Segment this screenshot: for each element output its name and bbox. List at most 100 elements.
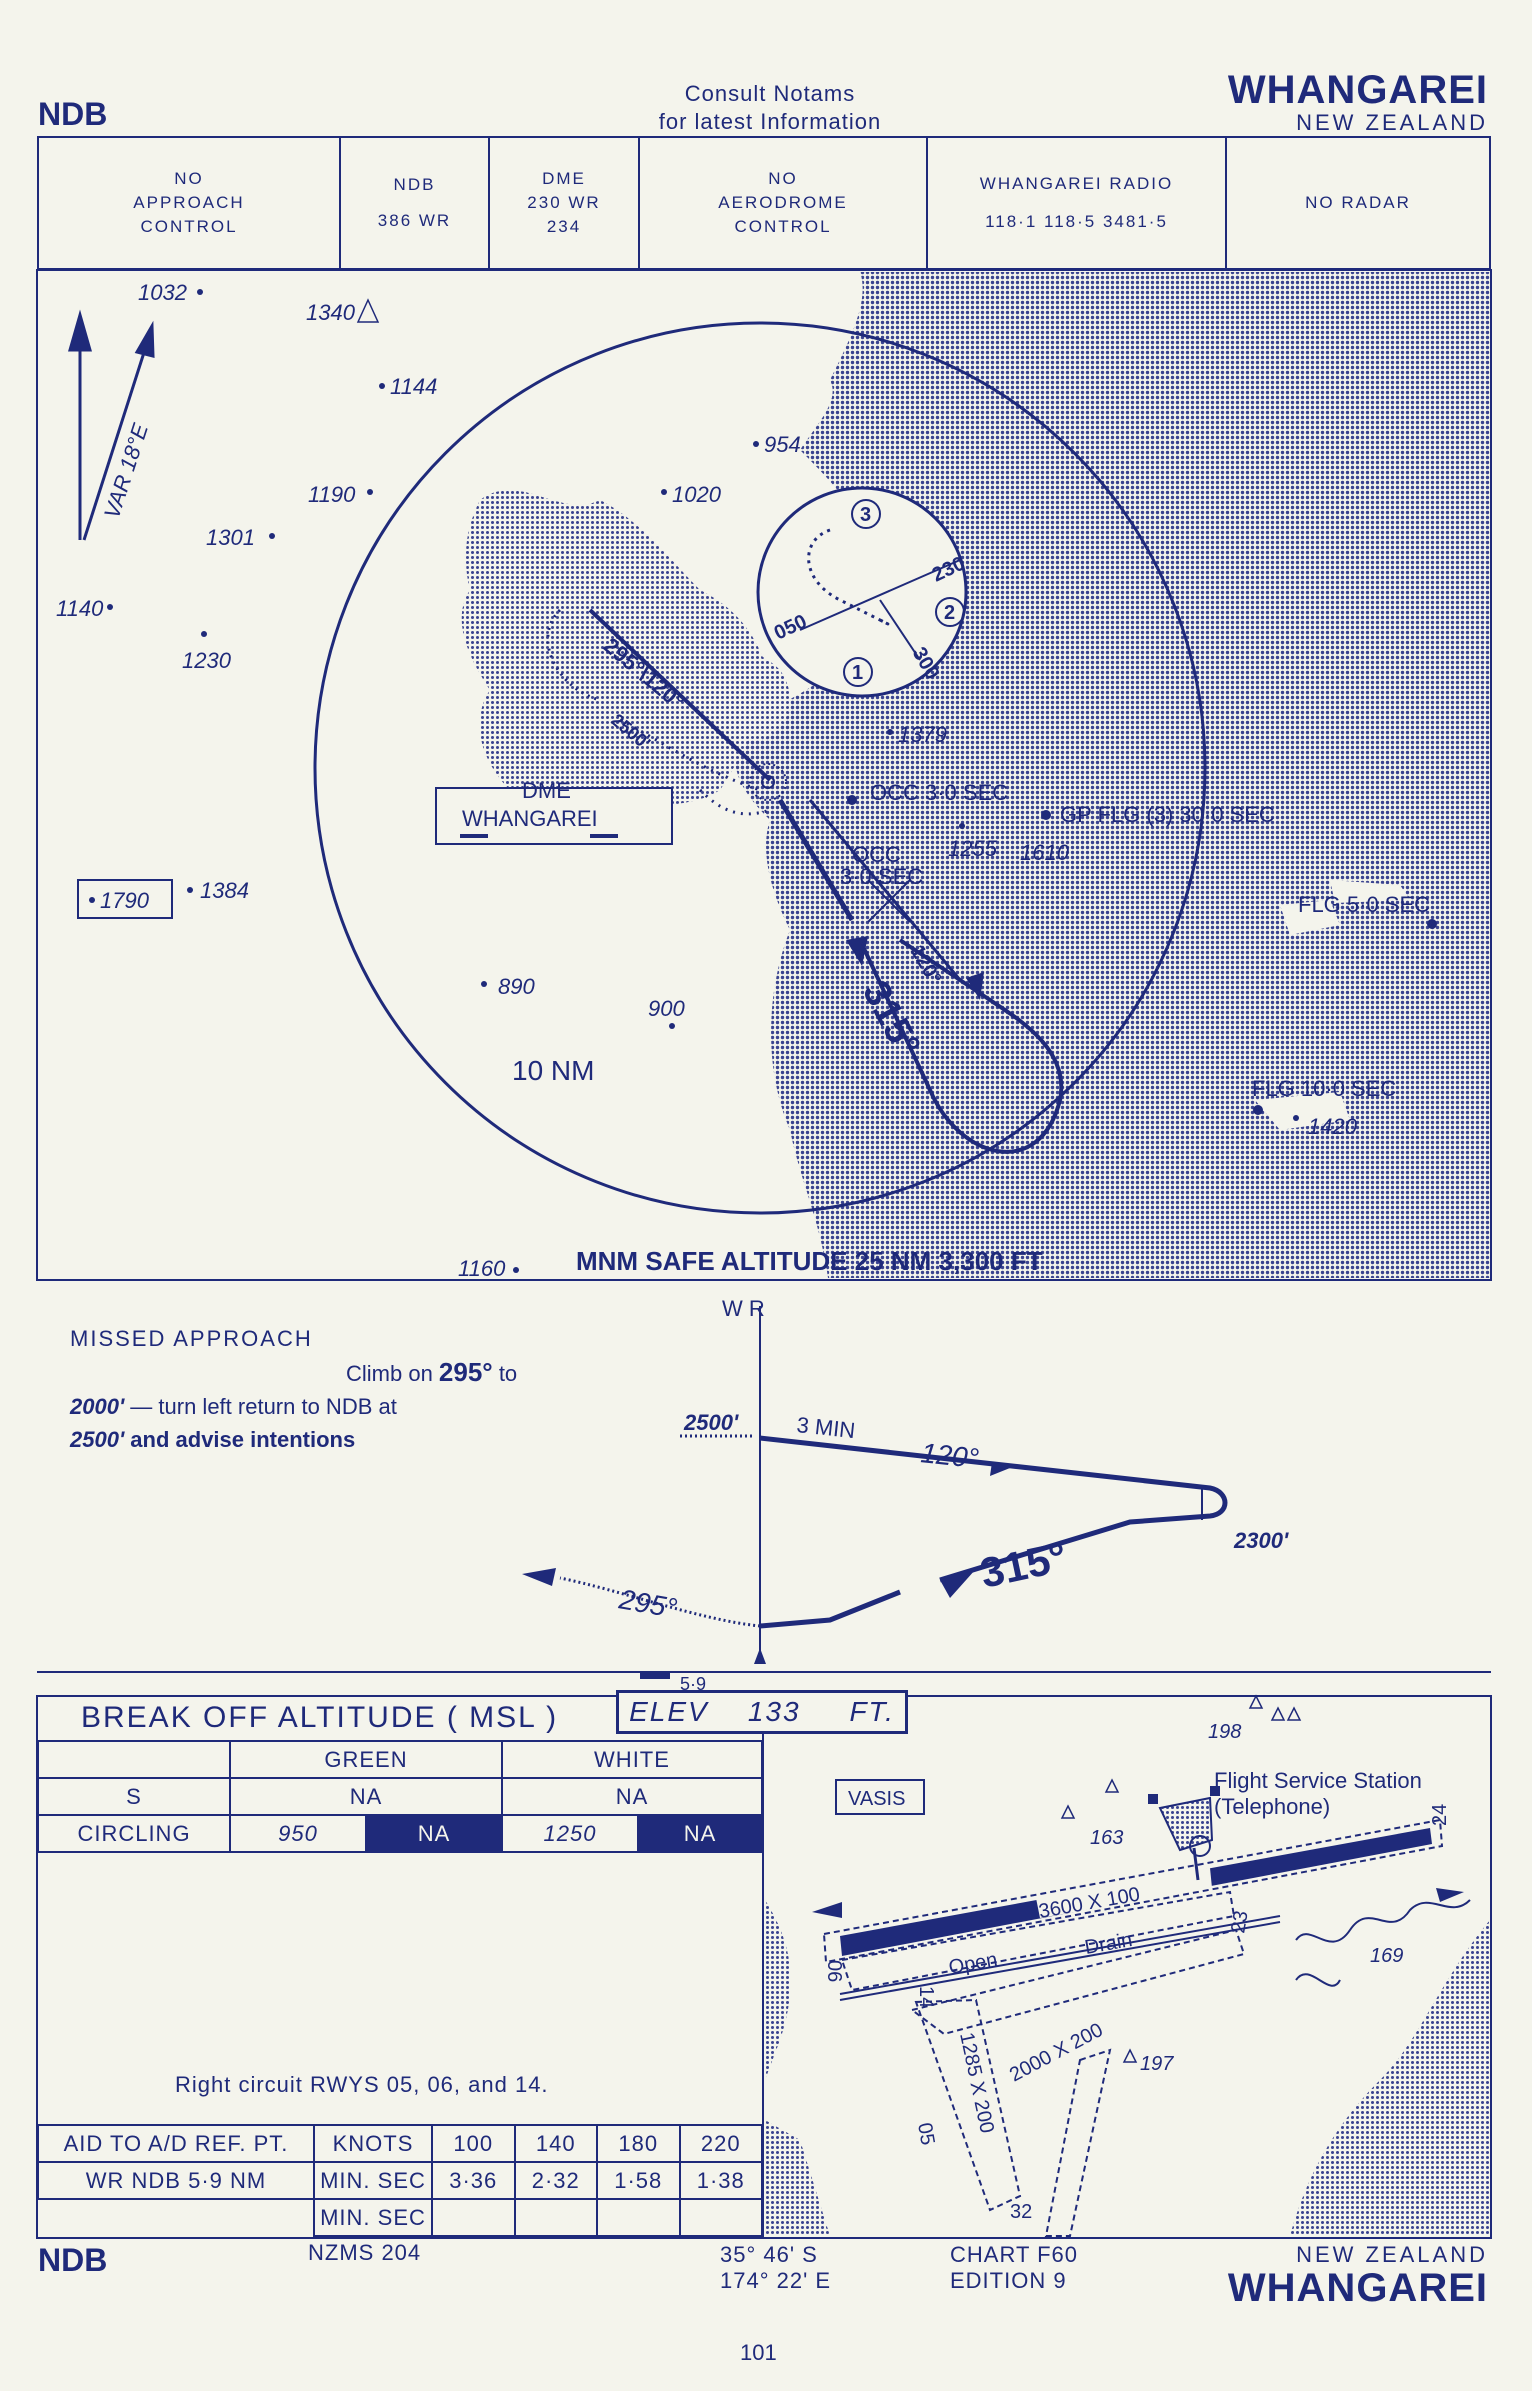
ten-nm-ring <box>313 321 1207 1215</box>
table-row: GREEN WHITE <box>37 1740 763 1779</box>
spot-height: 1379 <box>898 722 947 747</box>
table-row: S NA NA <box>37 1777 763 1816</box>
table-cell: KNOTS <box>313 2124 433 2163</box>
profile-missed-course: 295° <box>616 1583 679 1624</box>
info-cell-radio: WHANGAREI RADIO 118·1 118·5 3481·5 <box>928 138 1227 268</box>
footer-chart: CHART F60 <box>950 2242 1079 2267</box>
holding-number: 1 <box>852 662 863 684</box>
table-cell <box>513 2198 598 2237</box>
spot-height: 1230 <box>182 648 232 673</box>
spot-height: 954 <box>764 432 801 457</box>
fss-label: (Telephone) <box>1214 1794 1330 1819</box>
frequency-info-box: NO APPROACH CONTROL NDB 386 WR DME 230 W… <box>37 136 1491 270</box>
circling-white-a: 1250 <box>501 1814 639 1853</box>
spot-height: 1384 <box>200 878 249 903</box>
info-text: 230 WR <box>527 193 601 212</box>
table-cell: 3·36 <box>431 2161 516 2200</box>
info-text: NO RADAR <box>1305 193 1411 212</box>
spot-height: 198 <box>1208 1721 1241 1743</box>
info-text: DME <box>542 169 586 188</box>
break-off-header: BREAK OFF ALTITUDE ( MSL ) <box>37 1696 763 1740</box>
info-text: 234 <box>546 217 582 236</box>
header-procedure: NDB <box>38 96 108 132</box>
spot-height-highest: 1790 <box>100 888 150 913</box>
spot-height: 169 <box>1370 1945 1403 1967</box>
header-subtitle: NEW ZEALAND <box>1296 110 1488 135</box>
ma-text: and advise intentions <box>124 1427 356 1452</box>
table-cell <box>37 1740 231 1779</box>
table-cell: AID TO A/D REF. PT. <box>37 2124 315 2163</box>
runway-number: 05 <box>913 2121 939 2147</box>
profile-view <box>522 1306 1228 1679</box>
profile-course: 120° <box>919 1437 980 1474</box>
info-text: CONTROL <box>734 217 832 236</box>
info-cell-dme: DME 230 WR 234 <box>490 138 640 268</box>
missed-approach-title: MISSED APPROACH <box>70 1326 313 1351</box>
table-row: MIN. SEC <box>38 2198 763 2237</box>
approach-track <box>546 608 1064 1154</box>
table-cell: 140 <box>513 2124 598 2163</box>
header-green: GREEN <box>229 1740 503 1779</box>
runway-number: 14 <box>915 1986 937 2008</box>
table-row: WR NDB 5·9 NM MIN. SEC 3·36 2·32 1·58 1·… <box>37 2161 763 2200</box>
holding-area-ring <box>756 486 968 698</box>
spot-height: 1255 <box>948 836 998 861</box>
table-cell: 100 <box>431 2124 516 2163</box>
footer-chart-id: CHART F60 EDITION 9 <box>950 2242 1078 2294</box>
dme-name: WHANGAREI <box>462 806 598 831</box>
holding-number: 2 <box>944 602 955 624</box>
footer-procedure: NDB <box>38 2242 108 2278</box>
table-cell: 180 <box>596 2124 681 2163</box>
table-cell: WR NDB 5·9 NM <box>37 2161 315 2200</box>
light-label: FLG 5·0 SEC <box>1298 892 1430 917</box>
table-cell: MIN. SEC <box>313 2198 433 2237</box>
profile-final-course: 315° <box>976 1533 1071 1597</box>
fss-label: Flight Service Station <box>1214 1768 1422 1793</box>
table-cell <box>678 2198 763 2237</box>
runway-number: 32 <box>1010 2201 1032 2223</box>
footer-latitude: 35° 46' S <box>720 2242 818 2267</box>
light-label: 3·0 SEC <box>840 864 923 889</box>
light-label: OCC 3·0 SEC <box>870 780 1008 805</box>
header-notice: Consult Notams for latest Information <box>560 80 980 136</box>
ma-text: Climb on <box>346 1361 439 1386</box>
spot-height: 890 <box>498 974 535 999</box>
info-text: NO <box>174 169 204 188</box>
s-green: NA <box>229 1777 503 1816</box>
minimum-safe-altitude: MNM SAFE ALTITUDE 25 NM 3,300 FT <box>576 1246 1043 1276</box>
spot-height: 900 <box>648 996 685 1021</box>
area-label: Drain <box>1083 1929 1134 1959</box>
elevation-box: ELEV 133 FT. <box>616 1690 908 1734</box>
variation-arrow <box>68 309 155 541</box>
aerodrome-diagram <box>765 1694 1490 2237</box>
info-cell-ndb: NDB 386 WR <box>341 138 490 268</box>
page-number: 101 <box>740 2340 777 2365</box>
footer-longitude: 174° 22' E <box>720 2268 832 2293</box>
info-text: NO <box>768 169 798 188</box>
spot-height: 1144 <box>390 374 437 399</box>
timing-table: AID TO A/D REF. PT. KNOTS 100 140 180 22… <box>37 2124 763 2237</box>
plan-light-labels: OCC 3·0 SEC OCC 3·0 SEC GP FLG (3) 30·0 … <box>840 780 1437 1115</box>
profile-altitude: 2500' <box>683 1410 739 1435</box>
runway-dimensions: 1285 X 200 <box>955 2030 998 2135</box>
info-text: 386 WR <box>377 211 452 230</box>
ma-text: — turn left return to NDB at <box>124 1394 397 1419</box>
ndb-symbol <box>749 763 787 801</box>
table-cell <box>431 2198 516 2237</box>
runway-number: 06 <box>823 1960 845 1982</box>
missed-approach-text: Climb on 295° to 2000' — turn left retur… <box>70 1356 540 1456</box>
footer-coordinates: 35° 46' S 174° 22' E <box>720 2242 831 2294</box>
table-cell: 220 <box>678 2124 763 2163</box>
break-off-table: GREEN WHITE S NA NA CIRCLING 950 NA 1250… <box>37 1740 763 1853</box>
footer-title: WHANGAREI <box>1227 2266 1488 2310</box>
table-cell <box>38 2198 315 2236</box>
info-text: AERODROME <box>718 193 848 212</box>
info-cell-radar: NO RADAR <box>1227 138 1489 268</box>
profile-distance: 5·9 <box>680 1674 706 1694</box>
spot-height: 1032 <box>138 280 187 305</box>
circling-white-b: NA <box>637 1814 763 1853</box>
info-cell-approach: NO APPROACH CONTROL <box>39 138 341 268</box>
ma-text: to <box>492 1361 518 1386</box>
runway-dimensions: 2000 X 200 <box>1006 2019 1107 2086</box>
ring-distance-label: 10 NM <box>512 1055 594 1086</box>
